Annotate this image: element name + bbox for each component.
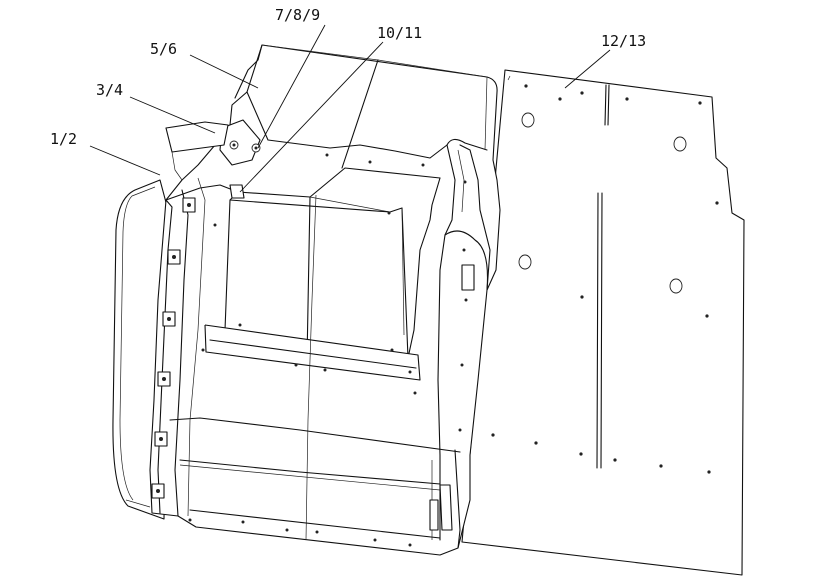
callout-leaders (89, 24, 611, 193)
callout-label-5-6: 5/6 (150, 40, 177, 58)
callout-label-1-2: 1/2 (50, 130, 77, 148)
seat-back-body (149, 44, 501, 556)
callout-label-12-13: 12/13 (601, 32, 646, 50)
callout-labels: 7/8/9 10/11 5/6 12/13 3/4 1/2 (50, 6, 646, 148)
callout-label-7-8-9: 7/8/9 (275, 6, 320, 24)
callout-label-10-11: 10/11 (377, 24, 422, 42)
callout-label-3-4: 3/4 (96, 81, 123, 99)
flat-panel-12-13 (461, 69, 745, 576)
